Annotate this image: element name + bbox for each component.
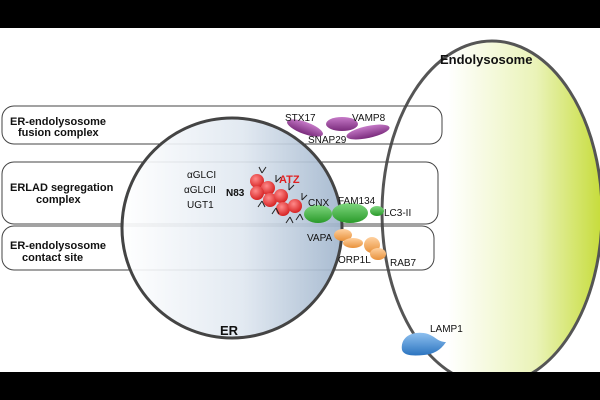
cnx-label: CNX [308, 198, 329, 209]
segregation-complex-label-2: complex [36, 194, 82, 206]
segregation-complex-label-1: ERLAD segregation [10, 182, 114, 194]
vamp8-label: VAMP8 [352, 113, 386, 124]
fusion-complex-label-1: ER-endolysosome [10, 116, 106, 128]
lamp1-protein [401, 332, 446, 356]
endolysosome-label: Endolysosome [440, 52, 532, 67]
stx17-label: STX17 [285, 113, 316, 124]
er-label: ER [220, 323, 239, 338]
fam134-label: FAM134 [338, 196, 376, 207]
fusion-complex-label-2: fusion complex [18, 127, 100, 139]
n83-label: N83 [226, 188, 245, 199]
ugt1-label: UGT1 [187, 200, 214, 211]
er-compartment [120, 116, 344, 340]
contact-site-label-2: contact site [22, 252, 83, 264]
snap29-label: SNAP29 [308, 135, 347, 146]
atz-label: ATZ [279, 174, 300, 186]
tether-complex [334, 229, 386, 260]
contact-site-label-1: ER-endolysosome [10, 240, 106, 252]
rab7-label: RAB7 [390, 258, 417, 269]
diagram-panel: ER-endolysosome fusion complex ERLAD seg… [0, 28, 600, 372]
vapa-label: VAPA [307, 233, 333, 244]
lc3-label: LC3-II [384, 208, 411, 219]
snare-complex [287, 117, 390, 140]
aglcii-label: αGLCII [184, 185, 216, 196]
orp1l-label: ORP1L [338, 255, 371, 266]
atz-polymer [250, 174, 302, 216]
endolysosome-compartment [380, 39, 600, 372]
erlad-diagram: ER-endolysosome fusion complex ERLAD seg… [1, 39, 600, 372]
receptor-complex [304, 203, 384, 223]
aglci-label: αGLCI [187, 170, 216, 181]
lamp1-label: LAMP1 [430, 324, 463, 335]
glycan-chains [257, 166, 308, 224]
